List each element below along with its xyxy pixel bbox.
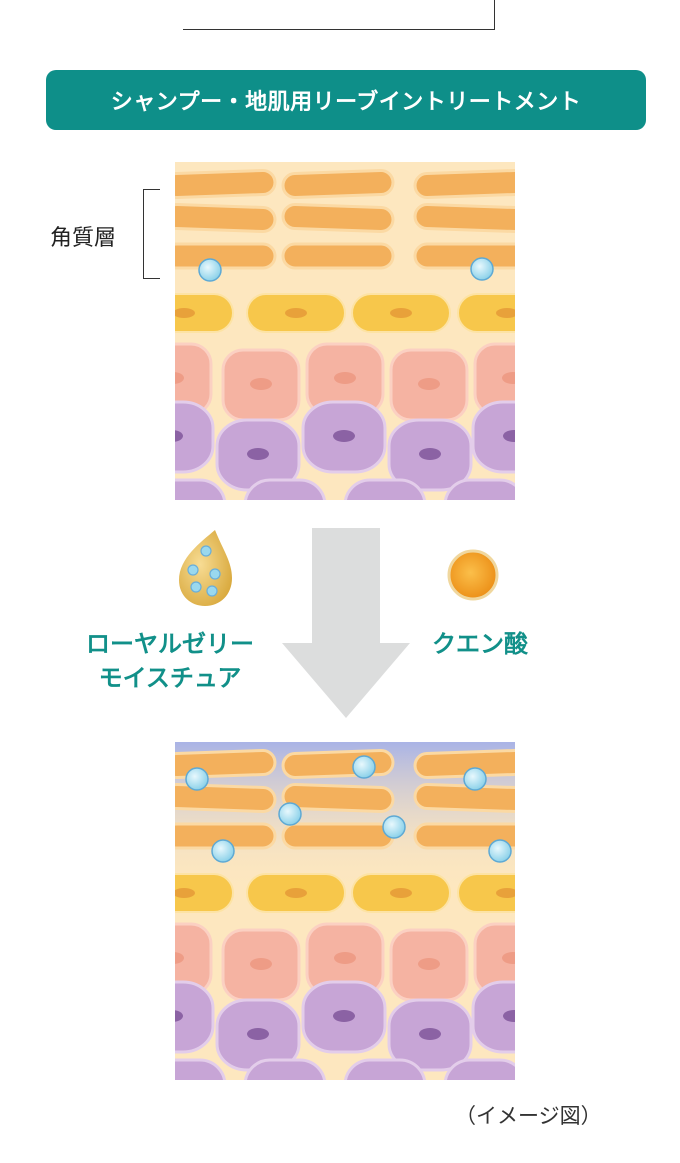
moisture-bubble: [382, 815, 406, 839]
basal-cell: [343, 1058, 427, 1080]
corneocyte-cell: [281, 748, 395, 780]
stratum-corneum-bracket: [143, 189, 160, 279]
granular-nucleus: [285, 888, 307, 898]
basal-cell: [175, 980, 215, 1054]
basal-nucleus: [503, 1010, 515, 1022]
basal-nucleus: [175, 430, 183, 442]
corneocyte-cell: [413, 822, 515, 850]
granular-nucleus: [285, 308, 307, 318]
citric-acid-label: クエン酸: [410, 628, 550, 662]
title-banner: シャンプー・地肌用リーブイントリートメント: [46, 70, 646, 130]
corneocyte-cell: [281, 782, 395, 814]
corneocyte-cell: [281, 202, 395, 234]
spinous-nucleus: [175, 952, 184, 964]
granular-nucleus: [496, 308, 515, 318]
basal-cell: [343, 478, 427, 500]
granular-cell: [175, 873, 234, 913]
basal-cell: [443, 478, 515, 500]
basal-cell: [243, 1058, 327, 1080]
basal-nucleus: [333, 430, 355, 442]
basal-nucleus: [247, 1028, 269, 1040]
corneocyte-cell: [175, 242, 277, 270]
spinous-nucleus: [334, 952, 356, 964]
moisture-bubble: [470, 257, 494, 281]
corneocyte-cell: [281, 242, 395, 270]
basal-nucleus: [333, 1010, 355, 1022]
moisture-bubble: [198, 258, 222, 282]
spinous-nucleus: [418, 958, 440, 970]
skin-before-diagram: [175, 162, 515, 500]
spinous-nucleus: [334, 372, 356, 384]
basal-nucleus: [175, 1010, 183, 1022]
corneocyte-cell: [413, 202, 515, 234]
corneocyte-cell: [281, 822, 395, 850]
basal-nucleus: [419, 448, 441, 460]
moisture-bubble: [185, 767, 209, 791]
basal-cell: [175, 1058, 227, 1080]
granular-nucleus: [390, 308, 412, 318]
skin-after-diagram: [175, 742, 515, 1080]
spinous-nucleus: [418, 378, 440, 390]
moisture-bubble: [463, 767, 487, 791]
citric-acid-line1: クエン酸: [432, 631, 528, 658]
basal-nucleus: [247, 448, 269, 460]
spinous-nucleus: [502, 372, 515, 384]
corneocyte-cell: [175, 168, 277, 200]
citric-acid-orb-icon: [446, 548, 500, 607]
moisture-bubble: [488, 839, 512, 863]
royal-jelly-moisture-line2: モイスチュア: [98, 665, 242, 692]
basal-cell: [175, 478, 227, 500]
granular-nucleus: [175, 308, 195, 318]
basal-cell: [243, 478, 327, 500]
spinous-cell: [175, 922, 213, 996]
spinous-nucleus: [175, 372, 184, 384]
basal-nucleus: [503, 430, 515, 442]
basal-cell: [471, 400, 515, 474]
basal-cell: [471, 980, 515, 1054]
stratum-corneum-label: 角質層: [50, 225, 117, 250]
corneocyte-cell: [175, 202, 277, 234]
corneocyte-cell: [413, 242, 515, 270]
moisture-bubble: [211, 839, 235, 863]
basal-cell: [175, 400, 215, 474]
top-divider-bracket: [183, 0, 495, 30]
title-text: シャンプー・地肌用リーブイントリートメント: [110, 89, 582, 114]
basal-cell: [443, 1058, 515, 1080]
granular-cell: [457, 873, 515, 913]
spinous-nucleus: [502, 952, 515, 964]
royal-jelly-drop-icon: [175, 528, 235, 613]
moisture-bubble: [278, 802, 302, 826]
basal-nucleus: [419, 1028, 441, 1040]
corneocyte-cell: [281, 168, 395, 200]
granular-nucleus: [390, 888, 412, 898]
granular-cell: [457, 293, 515, 333]
corneocyte-cell: [175, 782, 277, 814]
corneocyte-cell: [413, 168, 515, 200]
royal-jelly-moisture-line1: ローヤルゼリー: [86, 631, 254, 658]
spinous-nucleus: [250, 378, 272, 390]
granular-nucleus: [175, 888, 195, 898]
image-caption: （イメージ図）: [455, 1105, 602, 1128]
granular-cell: [175, 293, 234, 333]
royal-jelly-moisture-label: ローヤルゼリー モイスチュア: [60, 628, 280, 696]
granular-nucleus: [496, 888, 515, 898]
down-arrow-icon: [280, 528, 412, 723]
moisture-bubble: [352, 755, 376, 779]
corneocyte-cell: [413, 782, 515, 814]
spinous-cell: [175, 342, 213, 416]
spinous-nucleus: [250, 958, 272, 970]
